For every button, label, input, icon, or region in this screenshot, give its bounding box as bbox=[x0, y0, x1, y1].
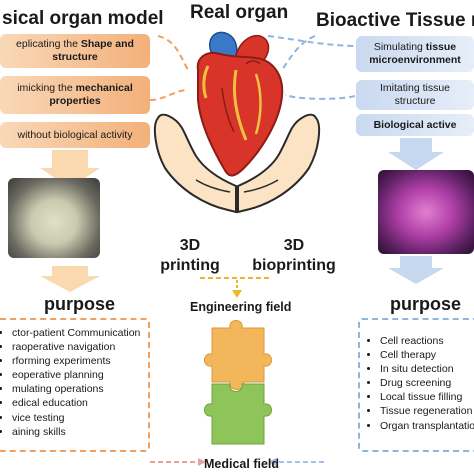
list-item: Drug screening bbox=[380, 376, 474, 390]
engineering-arrow-head bbox=[232, 290, 242, 298]
list-item: Tissue regeneration bbox=[380, 404, 474, 418]
left-connector-bottom bbox=[149, 89, 189, 101]
puzzle-orange-icon bbox=[204, 320, 272, 390]
bioactive-tissue-title: Bioactive Tissue m bbox=[316, 10, 474, 31]
right-hand bbox=[237, 113, 321, 214]
real-organ-title: Real organ bbox=[190, 2, 289, 23]
list-item: rforming experiments bbox=[12, 354, 148, 368]
medical-field-label: Medical field bbox=[204, 457, 280, 471]
right-purpose-heading: purpose bbox=[390, 294, 462, 314]
right-feature-structure: Imitating tissue structure bbox=[356, 80, 474, 110]
list-item: In situ detection bbox=[380, 362, 474, 376]
list-item: eoperative planning bbox=[12, 368, 148, 382]
list-item: edical education bbox=[12, 396, 148, 410]
right-arrow-1 bbox=[388, 138, 444, 170]
list-item: ctor-patient Communication bbox=[12, 326, 148, 340]
puzzle-green-icon bbox=[204, 383, 272, 445]
right-feature-bio-active: Biological active bbox=[356, 114, 474, 136]
list-item: Cell reactions bbox=[380, 334, 474, 348]
right-purpose-box: Cell reactions Cell therapy In situ dete… bbox=[358, 318, 474, 452]
bioprinted-tissue-photo bbox=[378, 170, 474, 254]
list-item: Organ transplantatio bbox=[380, 419, 474, 433]
left-purpose-box: ctor-patient Communication raoperative n… bbox=[0, 318, 150, 452]
left-feature-shape: eplicating the Shape and structure bbox=[0, 34, 150, 68]
left-connector-top bbox=[157, 35, 189, 71]
left-arrow-1 bbox=[40, 150, 100, 188]
physical-model-photo bbox=[8, 178, 100, 258]
list-item: vice testing bbox=[12, 411, 148, 425]
physical-organ-model-title: sical organ model bbox=[2, 8, 164, 29]
engineering-field-label: Engineering field bbox=[190, 300, 292, 314]
3d-bioprinting-label: 3D bioprinting bbox=[252, 237, 336, 274]
left-purpose-heading: purpose bbox=[44, 294, 116, 314]
right-connector-mid bbox=[267, 35, 356, 47]
left-feature-no-bio: without biological activity bbox=[0, 122, 150, 148]
list-item: Cell therapy bbox=[380, 348, 474, 362]
list-item: Local tissue filling bbox=[380, 390, 474, 404]
left-feature-mechanical: imicking the mechanical properties bbox=[0, 76, 150, 114]
list-item: mulating operations bbox=[12, 382, 148, 396]
list-item: aining skills bbox=[12, 425, 148, 439]
right-arrow-2 bbox=[388, 256, 444, 284]
list-item: raoperative navigation bbox=[12, 340, 148, 354]
right-feature-microenvironment: Simulating tissue microenvironment bbox=[356, 36, 474, 72]
heart-icon bbox=[196, 31, 284, 177]
right-connector-top bbox=[281, 35, 316, 71]
left-hand bbox=[153, 113, 237, 214]
3d-printing-label: 3D printing bbox=[160, 237, 220, 274]
left-arrow-2 bbox=[40, 266, 100, 292]
right-connector-bottom bbox=[284, 94, 356, 100]
